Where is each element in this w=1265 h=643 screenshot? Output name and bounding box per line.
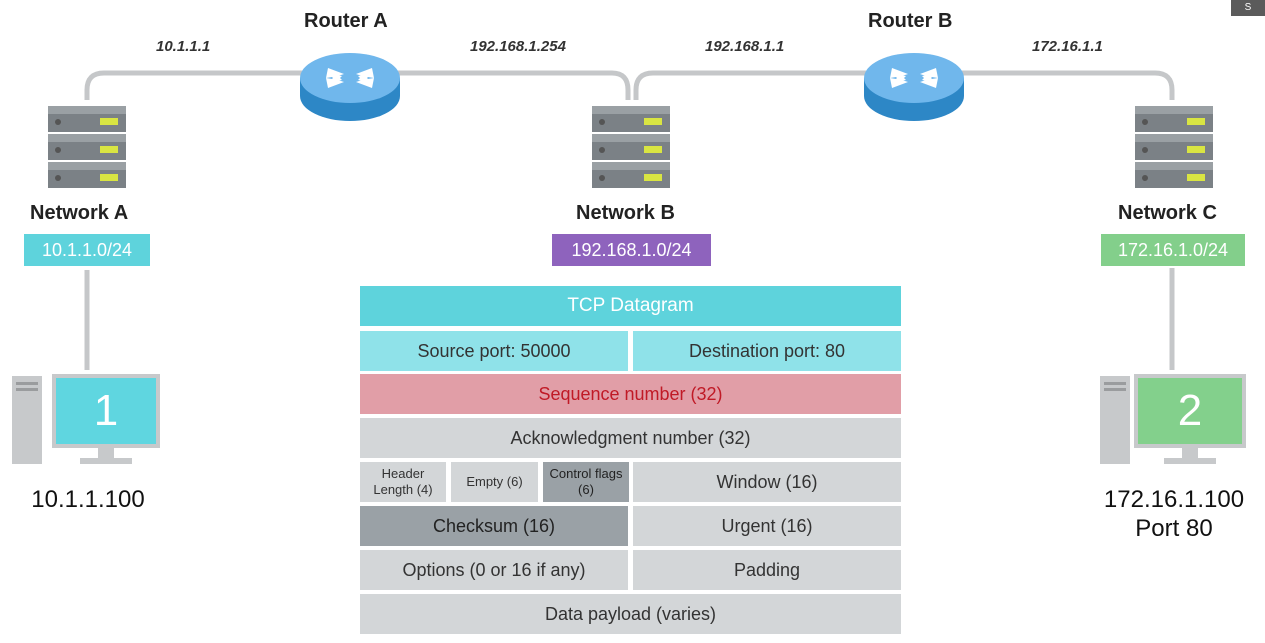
router-b-label: Router B [868,10,953,32]
tcp-data-payload: Data payload (varies) [360,594,901,634]
computer-2-number: 2 [1177,386,1203,435]
tcp-empty-bits: Empty (6) [451,462,538,502]
router-b-icon [864,53,964,121]
network-b-server-icon [592,106,670,188]
ip-label-router-a-b-side: 192.168.1.254 [470,38,566,55]
tcp-control-flags-line2: (6) [578,482,594,497]
tcp-acknowledgment-number: Acknowledgment number (32) [360,418,901,458]
ip-label-network-c-gateway: 172.16.1.1 [1032,38,1103,55]
host-2-port: Port 80 [1135,515,1213,542]
computer-2-icon [1100,374,1246,464]
computer-1-number: 1 [93,386,119,435]
tcp-control-flags: Control flags (6) [543,462,629,502]
tcp-header-length-line2: Length (4) [373,482,433,497]
link-network-a-router-a [84,70,302,100]
tcp-destination-port: Destination port: 80 [633,331,901,371]
router-a-icon [300,53,400,121]
tcp-urgent: Urgent (16) [633,506,901,546]
link-router-a-network-b [398,70,631,100]
network-c-cidr-badge: 172.16.1.0/24 [1101,234,1245,266]
network-b-name: Network B [576,202,675,224]
link-router-b-network-c [962,70,1175,100]
tcp-control-flags-line1: Control flags [549,466,623,481]
corner-share-badge[interactable]: S [1231,0,1265,16]
network-a-server-icon [48,106,126,188]
ip-label-network-a-gateway: 10.1.1.1 [156,38,211,55]
tcp-checksum: Checksum (16) [360,506,628,546]
network-a-name: Network A [30,202,129,224]
tcp-datagram-title: TCP Datagram [360,286,901,326]
tcp-padding: Padding [633,550,901,590]
host-1-ip: 10.1.1.100 [31,486,145,513]
tcp-source-port: Source port: 50000 [360,331,628,371]
corner-badge-text: S [1244,2,1252,13]
link-network-b-router-b [633,70,866,100]
tcp-window: Window (16) [633,462,901,502]
network-a-cidr-badge: 10.1.1.0/24 [24,234,150,266]
tcp-sequence-number: Sequence number (32) [360,374,901,414]
network-c-name: Network C [1118,202,1217,224]
network-c-server-icon [1135,106,1213,188]
router-a-label: Router A [304,10,388,32]
tcp-header-length: Header Length (4) [360,462,446,502]
computer-1-icon [12,374,160,464]
network-b-cidr-badge: 192.168.1.0/24 [552,234,711,266]
tcp-options: Options (0 or 16 if any) [360,550,628,590]
ip-label-router-b-b-side: 192.168.1.1 [705,38,785,55]
tcp-header-length-line1: Header [381,466,425,481]
host-2-ip: 172.16.1.100 [1103,486,1245,513]
